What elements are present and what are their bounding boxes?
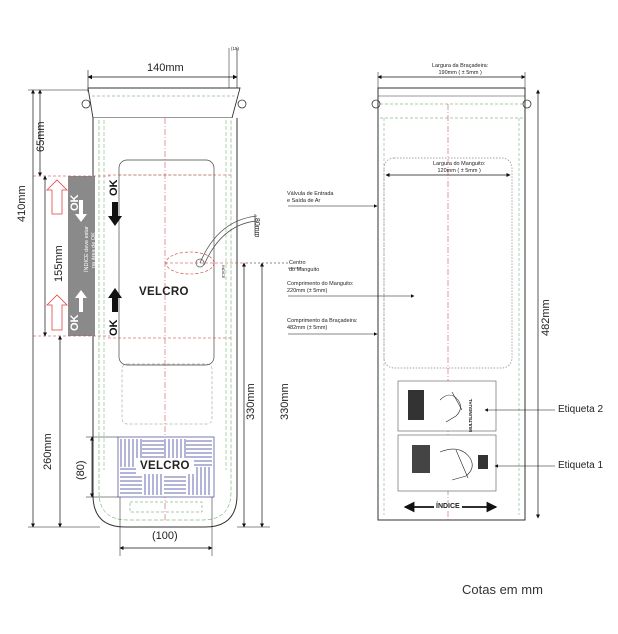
dim-260-label: 260mm [42,433,54,470]
largura-manguito-line2: 120mm ( ± 5mm ) [437,167,481,174]
dim-80mm-small-label: 80mm [253,218,260,238]
comp-bracadeira-label: Comprimento da Braçadeira: 482mm (± 5mm) [287,318,357,331]
dim-410-label: 410mm [16,185,28,222]
label-multilingual: MULTILINGUAL [468,398,473,432]
dim-330b-label: 330mm [279,383,291,420]
indice-note-line1: ÍNDICE deve estar [84,226,90,272]
back-bladder-outline [383,157,513,369]
dim-482-label: 482mm [540,299,552,336]
rotated-small-indice: INDICE [221,265,226,279]
dim-65-label: 65mm [35,121,47,152]
cuff-ring [87,87,241,119]
valvula-label: Válvula de Entrada e Saída de Ar [287,191,333,204]
ok-upper-left: OK [69,194,81,212]
velcro-label-bottom: VELCRO [140,460,190,472]
dim-155-label: 155mm [53,245,65,282]
dim-80-label: (80) [75,460,87,480]
ok-lower-right: OK [108,319,120,337]
comp-bracadeira-line1: Comprimento da Braçadeira: [287,318,358,324]
back-cuff-view [288,72,555,521]
largura-bracadeira-line1: Largura da Braçadeira: [432,63,489,69]
centro-label: Centro do Manguito [289,260,319,273]
dim-330a-label: 330mm [245,383,257,420]
etiqueta-2-label: Etiqueta 2 [558,404,604,415]
largura-bracadeira-line2: 190mm ( ± 5mm ) [438,69,482,76]
comp-manguito-label: Comprimento do Manguito: 220mm (± 5mm) [287,281,353,294]
largura-bracadeira-label: Largura da Braçadeira: 190mm ( ± 5mm ) [432,63,488,76]
valvula-line2: e Saída de Ar [287,197,321,204]
velcro-hatch-patch [117,436,215,498]
comp-manguito-line2: 220mm (± 5mm) [287,287,328,294]
largura-manguito-line1: Largura do Manguito: [433,161,486,167]
comp-manguito-line1: Comprimento do Manguito: [287,281,354,287]
ok-lower-left: OK [69,314,81,332]
etiqueta-1-label: Etiqueta 1 [558,460,604,471]
footer-note: Cotas em mm [462,582,543,597]
cuff-body-outline [92,118,238,528]
ok-upper-right: OK [108,179,120,197]
largura-manguito-label: Largura do Manguito: 120mm ( ± 5mm ) [433,161,485,174]
comp-bracadeira-line2: 482mm (± 5mm) [287,324,328,331]
centro-line2: do Manguito [289,266,320,273]
width-140-label: 140mm [147,62,184,74]
centro-line1: Centro [289,260,306,266]
indice-note-line2: na área de OK [91,232,97,268]
dim-100-label: (100) [152,530,178,542]
indice-bar-label: ÍNDICE [434,503,462,510]
velcro-label-top: VELCRO [139,286,189,298]
valvula-line1: Válvula de Entrada [287,191,334,197]
front-cuff-view [28,48,290,556]
dim-15-label: (15) [231,46,240,51]
